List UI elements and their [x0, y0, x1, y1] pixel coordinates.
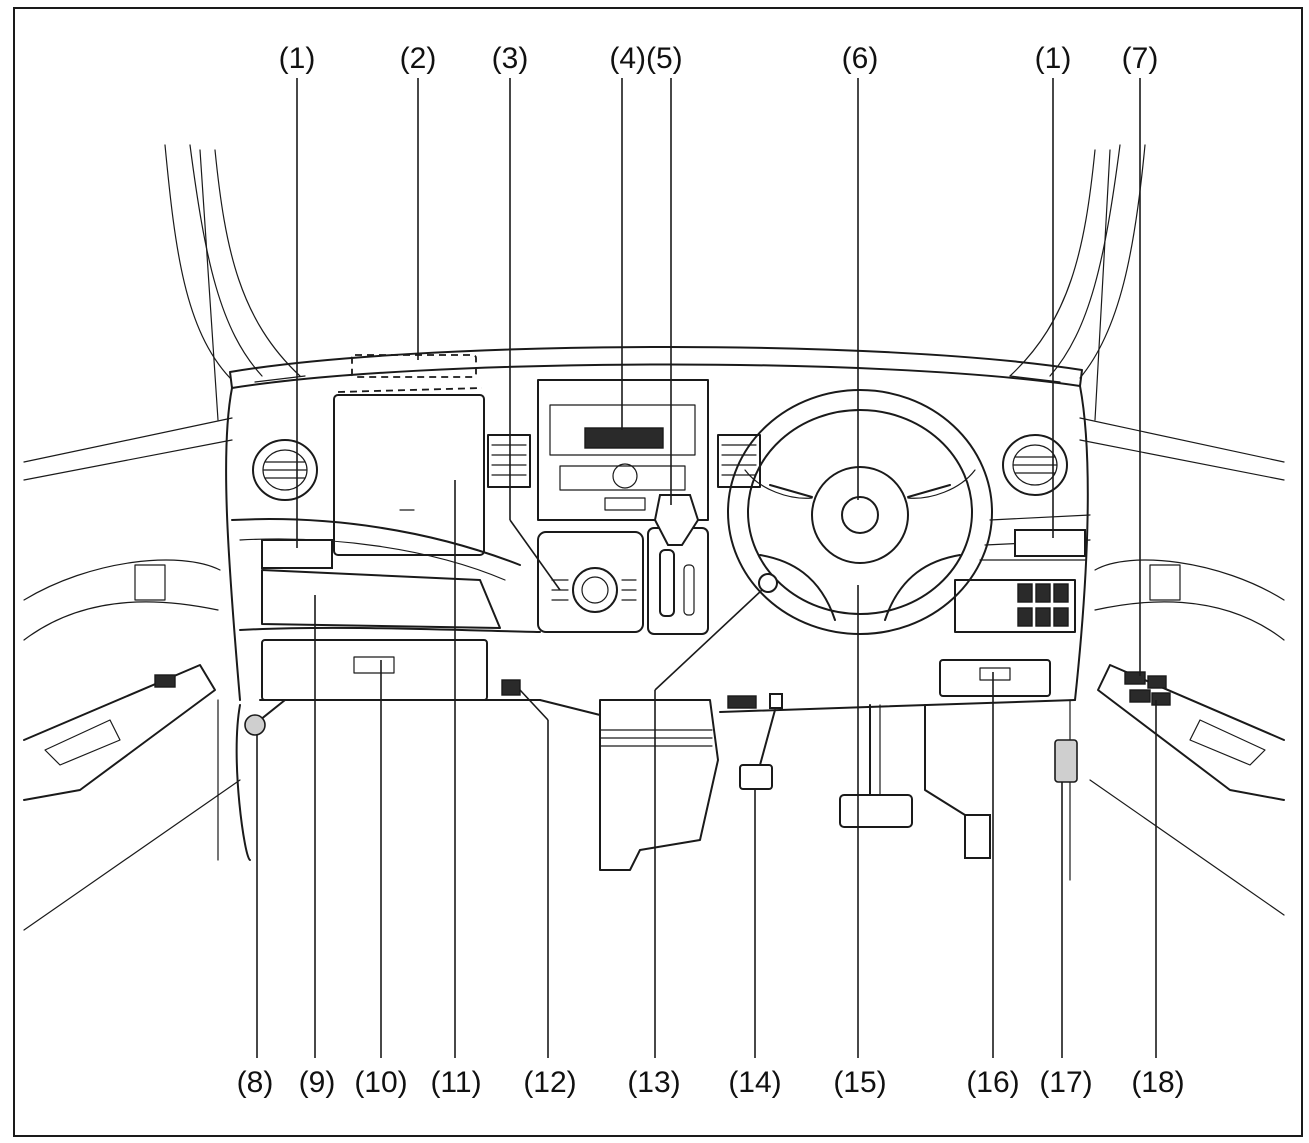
gear-selector — [647, 494, 709, 635]
callout-1-right: (1) — [1035, 42, 1072, 75]
a-pillar-left — [23, 144, 301, 481]
lower-glove-box — [261, 569, 501, 629]
center-console — [599, 699, 719, 871]
callout-3: (3) — [492, 42, 529, 75]
upper-glove-box — [333, 394, 485, 556]
center-vent-left — [487, 434, 531, 488]
steering-wheel — [727, 389, 993, 635]
diagram-frame — [13, 7, 1303, 1137]
power-window-master-switch — [1124, 671, 1171, 706]
callout-10: (10) — [354, 1066, 407, 1099]
dashboard-top — [229, 346, 1083, 389]
leader-lines — [256, 78, 1157, 1058]
dash-switch-panel — [954, 579, 1076, 633]
air-vent-right — [1002, 434, 1068, 496]
fuel-lid-opener — [1054, 739, 1078, 783]
dash-switch — [501, 679, 521, 696]
parking-brake-pedal — [727, 693, 783, 790]
passenger-airbag-outline — [337, 387, 483, 393]
callout-7: (7) — [1122, 42, 1159, 75]
bottom-callouts: (8) (9) (10) (11) (12) (13) (14) (15) (1… — [237, 1066, 1185, 1099]
window-switch-left — [154, 674, 176, 688]
accelerator-pedal — [924, 704, 991, 859]
center-vent-right — [717, 434, 761, 488]
callout-1-left: (1) — [279, 42, 316, 75]
callout-12: (12) — [523, 1066, 576, 1099]
callout-18: (18) — [1131, 1066, 1184, 1099]
callout-16: (16) — [966, 1066, 1019, 1099]
callout-9: (9) — [299, 1066, 336, 1099]
callout-2: (2) — [400, 42, 437, 75]
hood-release-lever — [244, 699, 286, 736]
audio-unit — [537, 379, 709, 521]
callout-14: (14) — [728, 1066, 781, 1099]
a-pillar-right — [1009, 144, 1285, 481]
brake-pedal — [839, 704, 913, 828]
callout-4-5: (4)(5) — [609, 42, 682, 75]
driver-lower-compartment — [939, 659, 1051, 697]
under-tray — [261, 639, 488, 701]
callout-8: (8) — [237, 1066, 274, 1099]
door-panel-left — [23, 559, 251, 931]
air-vent-left — [252, 439, 318, 501]
callout-11: (11) — [430, 1066, 481, 1099]
callout-6: (6) — [842, 42, 879, 75]
callout-17: (17) — [1039, 1066, 1092, 1099]
pocket-right — [1014, 529, 1086, 557]
door-panel-right — [1069, 559, 1285, 916]
callout-15: (15) — [833, 1066, 886, 1099]
ignition-switch — [758, 573, 778, 593]
top-callouts: (1) (2) (3) (4)(5) (6) (1) (7) — [279, 42, 1159, 75]
callout-13: (13) — [627, 1066, 680, 1099]
